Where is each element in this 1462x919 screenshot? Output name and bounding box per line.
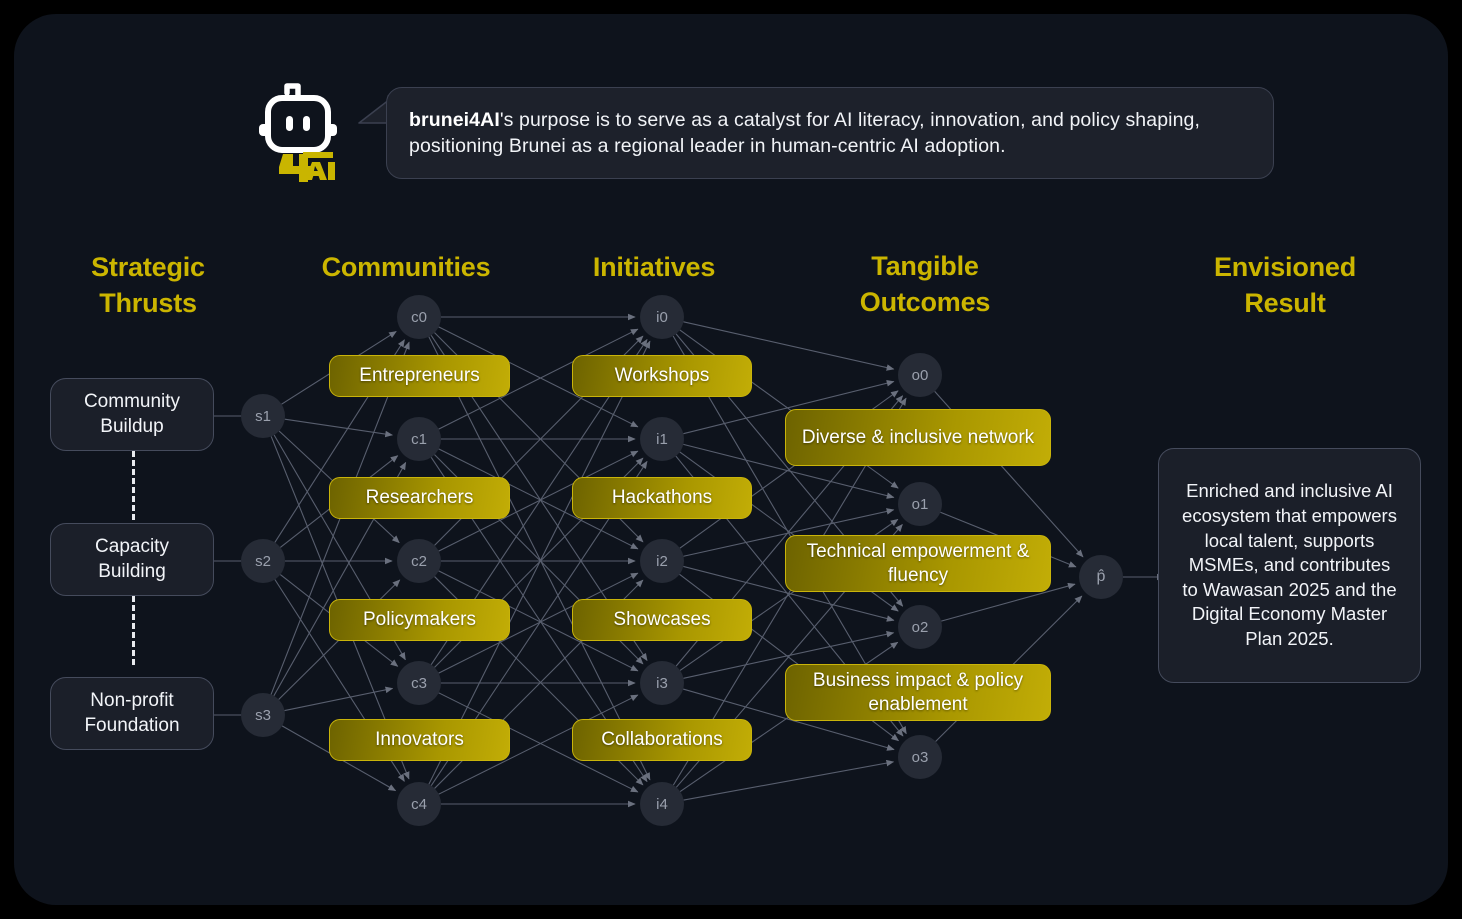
hub-node-c4[interactable]: c4: [397, 782, 441, 826]
hub-label: c3: [411, 674, 427, 692]
community-pill-innovators[interactable]: Innovators: [329, 719, 510, 761]
card-label: Non-profit Foundation: [84, 690, 180, 736]
hub-node-c1[interactable]: c1: [397, 417, 441, 461]
card-label: Community Buildup: [83, 391, 181, 437]
pill-label: Innovators: [375, 729, 464, 751]
hub-node-o1[interactable]: o1: [898, 482, 942, 526]
envisioned-result-card[interactable]: Enriched and inclusive AI ecosystem that…: [1158, 448, 1421, 683]
hub-node-p-hat[interactable]: p̂: [1079, 555, 1123, 599]
pill-label: Collaborations: [601, 729, 723, 751]
hub-node-o3[interactable]: o3: [898, 735, 942, 779]
column-heading-envisioned-result: Envisioned Result: [1180, 249, 1390, 322]
pill-label: Researchers: [365, 487, 474, 509]
initiative-pill-collaborations[interactable]: Collaborations: [572, 719, 752, 761]
hub-label: o2: [911, 618, 929, 636]
strategic-thrust-card-2[interactable]: Capacity Building: [50, 523, 214, 596]
card-label: Capacity Building: [95, 536, 169, 582]
heading-line-2: Outcomes: [859, 287, 991, 318]
outcome-pill-business-impact[interactable]: Business impact & policy enablement: [785, 664, 1051, 721]
initiative-pill-workshops[interactable]: Workshops: [572, 355, 752, 397]
community-pill-entrepreneurs[interactable]: Entrepreneurs: [329, 355, 510, 397]
hub-label: o0: [911, 366, 929, 384]
hub-node-c2[interactable]: c2: [397, 539, 441, 583]
hub-label: i2: [656, 552, 668, 570]
initiative-pill-showcases[interactable]: Showcases: [572, 599, 752, 641]
strategic-thrust-card-1[interactable]: Community Buildup: [50, 378, 214, 451]
heading-line-2: Result: [1244, 288, 1326, 319]
hub-node-o2[interactable]: o2: [898, 605, 942, 649]
hub-label: i3: [656, 674, 668, 692]
hub-node-c0[interactable]: c0: [397, 295, 441, 339]
pill-label: Showcases: [613, 609, 711, 631]
hub-node-s1[interactable]: s1: [241, 394, 285, 438]
hub-node-i0[interactable]: i0: [640, 295, 684, 339]
hub-node-i2[interactable]: i2: [640, 539, 684, 583]
brunei4ai-logo: [257, 76, 339, 186]
hub-label: c2: [411, 552, 427, 570]
strategic-thrust-card-3[interactable]: Non-profit Foundation: [50, 677, 214, 750]
hub-label: c4: [411, 795, 427, 813]
heading-line-1: Envisioned: [1213, 252, 1357, 282]
purpose-text: brunei4AI's purpose is to serve as a cat…: [409, 107, 1251, 160]
hub-label: s3: [255, 706, 271, 724]
hub-label: i1: [656, 430, 668, 448]
outcome-pill-technical-empowerment[interactable]: Technical empowerment & fluency: [785, 535, 1051, 592]
hub-node-o0[interactable]: o0: [898, 353, 942, 397]
pill-label: Hackathons: [611, 487, 713, 509]
pill-label: Workshops: [614, 365, 710, 387]
column-heading-communities: Communities: [300, 249, 512, 285]
hub-label: i4: [656, 795, 668, 813]
hub-label: c0: [411, 308, 427, 326]
column-heading-tangible-outcomes: Tangible Outcomes: [820, 248, 1030, 321]
initiative-pill-hackathons[interactable]: Hackathons: [572, 477, 752, 519]
heading-line-1: Initiatives: [592, 252, 716, 282]
community-pill-researchers[interactable]: Researchers: [329, 477, 510, 519]
hub-node-i3[interactable]: i3: [640, 661, 684, 705]
heading-line-2: Thrusts: [99, 288, 197, 319]
pill-label: Policymakers: [363, 609, 476, 631]
robot-head-icon: [259, 83, 337, 182]
hub-label: o1: [911, 495, 929, 513]
heading-line-1: Tangible: [871, 251, 979, 281]
pill-label: Entrepreneurs: [359, 365, 480, 387]
pill-label: Diverse & inclusive network: [801, 426, 1035, 448]
purpose-callout: brunei4AI's purpose is to serve as a cat…: [386, 87, 1274, 179]
thrust-connector-1: [132, 451, 135, 520]
purpose-body: 's purpose is to serve as a catalyst for…: [409, 108, 1200, 157]
community-pill-policymakers[interactable]: Policymakers: [329, 599, 510, 641]
hub-label: s2: [255, 552, 271, 570]
thrust-connector-2: [132, 596, 135, 665]
card-label: Enriched and inclusive AI ecosystem that…: [1182, 480, 1397, 649]
heading-line-1: Strategic: [91, 252, 205, 282]
hub-label: o3: [911, 748, 929, 766]
hub-label: p̂: [1096, 568, 1106, 585]
outcome-pill-diverse-inclusive-network[interactable]: Diverse & inclusive network: [785, 409, 1051, 466]
hub-node-s3[interactable]: s3: [241, 693, 285, 737]
hub-node-i4[interactable]: i4: [640, 782, 684, 826]
hub-node-i1[interactable]: i1: [640, 417, 684, 461]
hub-label: s1: [255, 407, 271, 425]
hub-node-c3[interactable]: c3: [397, 661, 441, 705]
hub-label: c1: [411, 430, 427, 448]
column-heading-strategic-thrusts: Strategic Thrusts: [50, 249, 246, 322]
main-panel: brunei4AI's purpose is to serve as a cat…: [14, 14, 1448, 905]
heading-line-1: Communities: [321, 252, 491, 282]
column-heading-initiatives: Initiatives: [554, 249, 754, 285]
pill-label: Technical empowerment & fluency: [806, 540, 1030, 586]
hub-node-s2[interactable]: s2: [241, 539, 285, 583]
brand-name: brunei4AI: [409, 108, 500, 131]
hub-label: i0: [656, 308, 668, 326]
pill-label: Business impact & policy enablement: [812, 669, 1024, 715]
